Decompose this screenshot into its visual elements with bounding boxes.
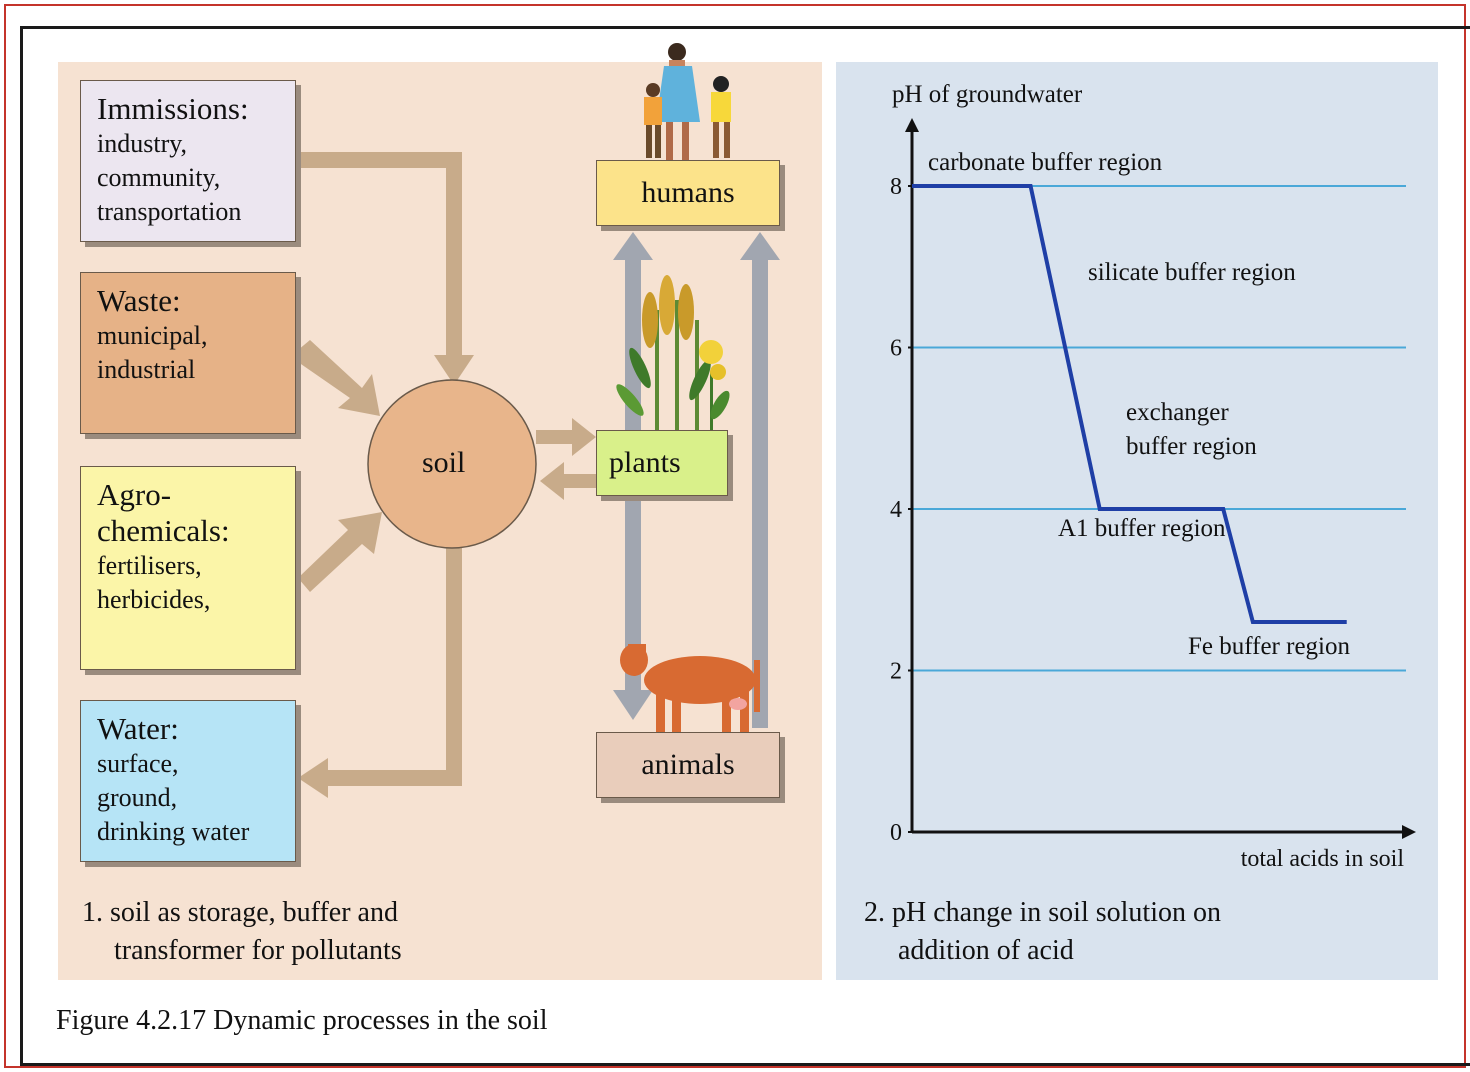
- waste-line: industrial: [97, 355, 196, 384]
- cow-icon: [620, 644, 760, 732]
- annotation-silicate: silicate buffer region: [1088, 259, 1296, 286]
- annotation-al: A1 buffer region: [1058, 515, 1226, 542]
- y-tick-label: 8: [890, 174, 902, 200]
- agrochemicals-box: Agro- chemicals: fertilisers, herbicides…: [80, 466, 296, 670]
- y-axis-label: pH of groundwater: [892, 81, 1083, 108]
- arrow-water-head: [298, 758, 328, 798]
- right-caption-line2: addition of acid: [898, 935, 1074, 966]
- arrow-immissions-v: [446, 152, 462, 357]
- arrow-soil-plants: [536, 430, 576, 444]
- arrow-plants-soil-head: [540, 462, 564, 500]
- waste-box: Waste: municipal, industrial: [80, 272, 296, 434]
- immissions-line: industry,: [97, 129, 188, 158]
- arrow-waste: [298, 340, 380, 416]
- arrow-plants-animals: [625, 497, 641, 692]
- arrow-agro: [298, 512, 382, 592]
- x-axis-label: total acids in soil: [1241, 846, 1405, 872]
- chart-series: [912, 184, 1347, 625]
- annotation-fe: Fe buffer region: [1188, 633, 1350, 660]
- arrow-plants-soil: [560, 474, 600, 488]
- humans-figure-icon: [644, 43, 731, 160]
- humans-node: humans: [596, 160, 780, 226]
- annotation-exchanger-2: buffer region: [1126, 433, 1257, 460]
- ph-chart: 0 2 4 6 8 pH of groundwater total acids in s…: [890, 81, 1416, 872]
- arrow-plants-humans-head: [613, 232, 653, 260]
- annotation-exchanger: exchanger: [1126, 399, 1229, 426]
- agro-line: fertilisers,: [97, 551, 202, 580]
- agro-title-2: chemicals:: [97, 513, 230, 548]
- water-line: ground,: [97, 783, 178, 812]
- arrow-immissions-head: [434, 355, 474, 385]
- waste-title: Waste:: [97, 283, 181, 318]
- water-line: drinking water: [97, 817, 250, 846]
- figure-caption: Figure 4.2.17 Dynamic processes in the s…: [56, 1005, 548, 1036]
- immissions-box: Immissions: industry, community, transpo…: [80, 80, 296, 242]
- plants-node: plants: [596, 430, 728, 496]
- y-axis-arrow: [905, 118, 919, 132]
- soil-label: soil: [422, 446, 466, 479]
- arrow-plants-humans: [625, 258, 641, 430]
- ph-chart-panel: [836, 62, 1438, 980]
- arrow-animals-humans: [752, 258, 768, 728]
- y-tick-label: 4: [890, 497, 902, 523]
- chart-axes: [905, 118, 1416, 839]
- arrow-water-v: [446, 545, 462, 785]
- agro-title: Agro-: [97, 477, 172, 512]
- left-caption-line1: 1. soil as storage, buffer and: [82, 897, 398, 928]
- input-arrows: [298, 152, 600, 798]
- arrow-animals-humans-head: [740, 232, 780, 260]
- plants-crop-icon: [616, 275, 730, 430]
- arrow-plants-animals-head: [613, 690, 653, 720]
- vertical-arrows: [613, 232, 780, 728]
- y-tick-label: 0: [890, 820, 902, 846]
- water-line: surface,: [97, 749, 179, 778]
- water-box: Water: surface, ground, drinking water: [80, 700, 296, 862]
- right-caption-line1: 2. pH change in soil solution on: [864, 897, 1221, 928]
- immissions-line: community,: [97, 163, 221, 192]
- annotation-carbonate: carbonate buffer region: [928, 149, 1163, 176]
- immissions-title: Immissions:: [97, 91, 249, 126]
- arrow-soil-plants-head: [572, 418, 596, 456]
- chart-ticks: 0 2 4 6 8: [890, 174, 912, 846]
- arrow-water-h: [326, 770, 462, 786]
- agro-line: herbicides,: [97, 585, 211, 614]
- outer-border: [4, 4, 1466, 1068]
- y-tick-label: 2: [890, 659, 902, 685]
- ph-curve: [912, 184, 1347, 625]
- x-axis-arrow: [1402, 825, 1416, 839]
- water-title: Water:: [97, 711, 179, 746]
- figure-frame: [20, 26, 1470, 1066]
- waste-line: municipal,: [97, 321, 208, 350]
- animals-node: animals: [596, 732, 780, 798]
- soil-circle: [367, 379, 537, 549]
- left-caption-line2: transformer for pollutants: [114, 935, 402, 966]
- immissions-line: transportation: [97, 197, 242, 226]
- y-tick-label: 6: [890, 336, 902, 362]
- arrow-immissions-h: [298, 152, 460, 168]
